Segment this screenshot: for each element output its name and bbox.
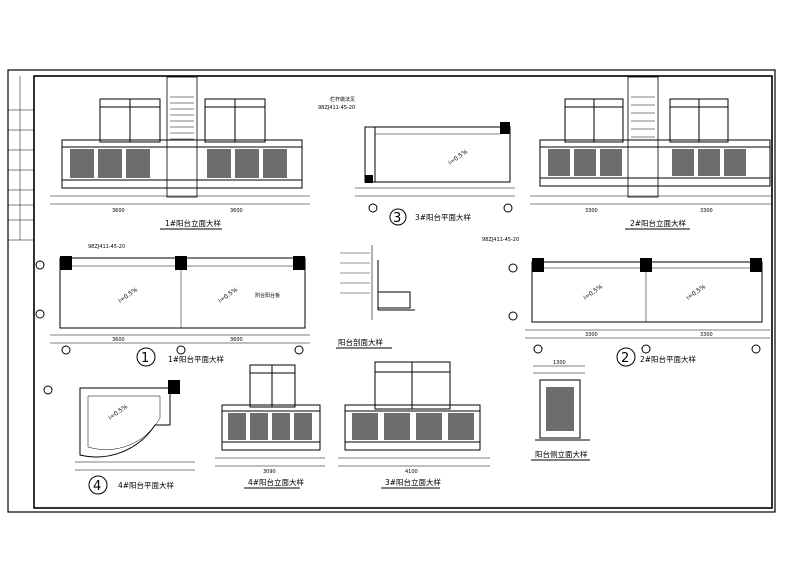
plan-3: 栏杆做法见 98ZJ411-45-20 i=0.5% 3 3#阳台平面大样 <box>318 96 515 226</box>
plan2-dim-left: 3300 <box>585 332 598 338</box>
section-title: 阳台剖面大样 <box>338 337 383 347</box>
plan-4: i=0.5% 4 4#阳台平面大样 <box>43 380 195 495</box>
elev4-title: 4#阳台立面大样 <box>248 477 305 487</box>
elev4-dim: 3090 <box>263 469 276 475</box>
elev2-dim-right: 3300 <box>700 208 713 214</box>
plan4-number: 4 <box>93 479 101 494</box>
elevation-side: 1300 阳台侧立面大样 <box>531 360 590 461</box>
elev1-title: 1#阳台立面大样 <box>165 218 222 228</box>
plan1-slope-a: i=0.5% <box>117 286 139 304</box>
plan3-ref: 98ZJ411-45-20 <box>318 105 355 111</box>
plan-1: 98ZJ411-45-20 i=0.5% i=0.5% 附合阳台板 3600 3… <box>35 244 310 367</box>
plan2-dim-right: 3300 <box>700 332 713 338</box>
elev3-dim: 4100 <box>405 469 418 475</box>
plan1-note: 附合阳台板 <box>255 292 280 299</box>
plan3-slope: i=0.5% <box>447 148 469 166</box>
plan1-title: 1#阳台平面大样 <box>168 354 225 364</box>
elev2-title: 2#阳台立面大样 <box>630 218 687 228</box>
elev2-dim-left: 3300 <box>585 208 598 214</box>
plan2-slope-a: i=0.5% <box>582 283 604 301</box>
plan3-title: 3#阳台平面大样 <box>415 212 472 222</box>
plan1-number: 1 <box>141 351 149 366</box>
elev3-title: 3#阳台立面大样 <box>385 477 442 487</box>
plan3-number: 3 <box>393 211 401 226</box>
title-block <box>8 69 34 241</box>
outer-frame <box>7 69 776 513</box>
elev1-dim-left: 3600 <box>112 208 125 214</box>
inner-frame <box>33 75 773 509</box>
plan4-slope: i=0.5% <box>107 403 129 421</box>
plan1-slope-b: i=0.5% <box>217 286 239 304</box>
plan2-number: 2 <box>621 351 629 366</box>
plan2-slope-b: i=0.5% <box>685 283 707 301</box>
plan3-note: 栏杆做法见 <box>330 96 355 103</box>
elev1-dim-right: 3600 <box>230 208 243 214</box>
plan1-dim-left: 3600 <box>112 337 125 343</box>
plan2-ref: 98ZJ411-45-20 <box>482 237 519 243</box>
elev-side-dim: 1300 <box>553 360 566 366</box>
plan4-title: 4#阳台平面大样 <box>118 480 175 490</box>
elevation-4: 3090 4#阳台立面大样 <box>215 364 325 489</box>
plan1-ref: 98ZJ411-45-20 <box>88 244 125 250</box>
elevation-3: 4100 3#阳台立面大样 <box>338 361 490 489</box>
plan1-dim-right: 3600 <box>230 337 243 343</box>
plan-2: 98ZJ411-45-20 i=0.5% i=0.5% 3300 3300 2 … <box>482 237 770 367</box>
plan2-title: 2#阳台平面大样 <box>640 354 697 364</box>
elevation-2: 3300 3300 2#阳台立面大样 <box>530 76 772 230</box>
section-detail: 阳台剖面大样 <box>336 245 415 349</box>
elevation-1: 3600 3600 1#阳台立面大样 <box>50 76 310 230</box>
elev-side-title: 阳台侧立面大样 <box>535 449 588 459</box>
